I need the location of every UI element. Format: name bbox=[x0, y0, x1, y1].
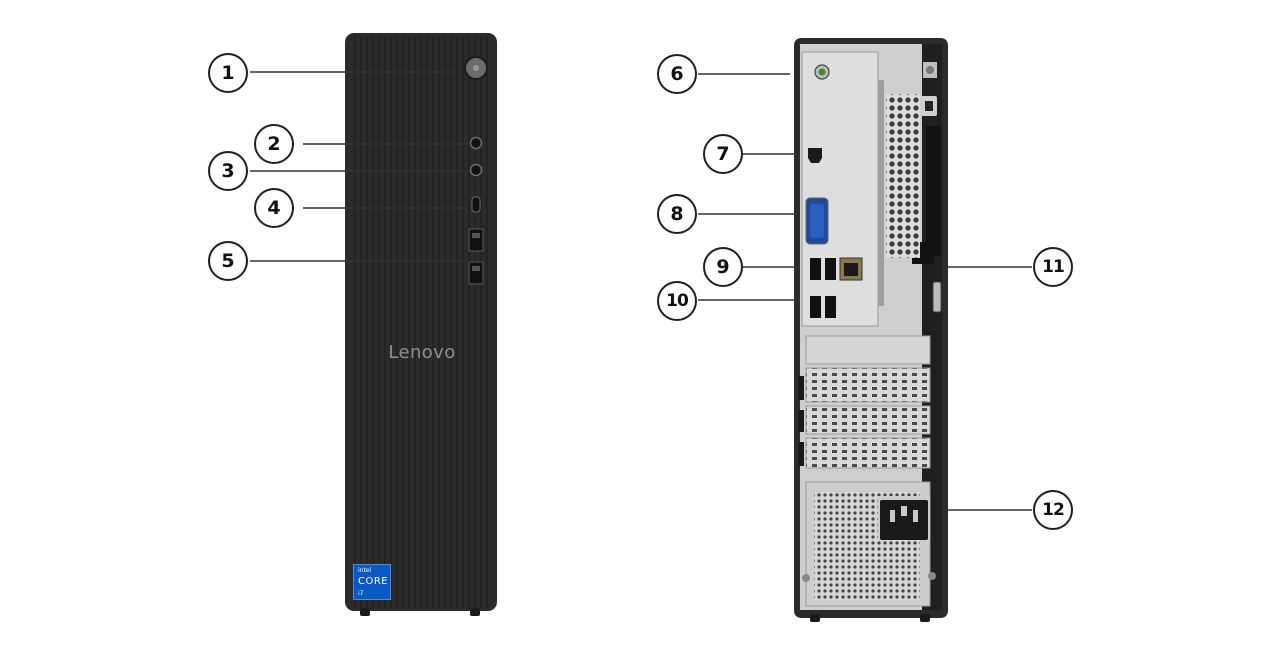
callout-7: 7 bbox=[703, 134, 743, 174]
expansion-slot-1 bbox=[805, 335, 931, 365]
callout-12: 12 bbox=[1033, 490, 1073, 530]
rear-usb-port-2 bbox=[825, 258, 836, 280]
front-usb-a-port-2 bbox=[468, 261, 484, 285]
front-usb-c-port bbox=[471, 196, 481, 213]
badge-intel: intel bbox=[358, 567, 372, 574]
callout-3: 3 bbox=[208, 151, 248, 191]
rear-tower bbox=[794, 38, 948, 622]
front-tower bbox=[345, 33, 497, 616]
callout-1: 1 bbox=[208, 53, 248, 93]
intel-core-badge: intel CORE i7 bbox=[353, 564, 391, 600]
front-foot-left bbox=[360, 608, 370, 616]
expansion-slot-3 bbox=[805, 405, 931, 435]
callout-8: 8 bbox=[657, 194, 697, 234]
rear-usb-port-3 bbox=[810, 296, 821, 318]
padlock-loop bbox=[932, 281, 942, 313]
expansion-slot-2 bbox=[805, 367, 931, 403]
rear-handle bbox=[926, 126, 940, 256]
rear-usb-port-1 bbox=[810, 258, 821, 280]
rear-leader-lines bbox=[698, 73, 1032, 511]
badge-model: i7 bbox=[358, 590, 364, 597]
callout-5: 5 bbox=[208, 241, 248, 281]
front-headphone-jack bbox=[469, 136, 483, 150]
power-icon bbox=[473, 65, 479, 71]
front-leader-lines bbox=[250, 71, 467, 262]
callout-2: 2 bbox=[254, 124, 294, 164]
front-foot-right bbox=[470, 608, 480, 616]
rear-usb-port-4 bbox=[825, 296, 836, 318]
callout-6: 6 bbox=[657, 54, 697, 94]
rear-foot-right bbox=[920, 614, 930, 622]
front-ribs bbox=[354, 36, 488, 608]
lenovo-logo: Lenovo bbox=[388, 342, 456, 363]
rear-hdmi-port bbox=[808, 148, 822, 163]
rear-foot-left bbox=[810, 614, 820, 622]
callout-11: 11 bbox=[1033, 247, 1073, 287]
expansion-slot-4 bbox=[805, 437, 931, 469]
rear-top-vent bbox=[886, 94, 920, 258]
callout-10: 10 bbox=[657, 281, 697, 321]
front-mic-jack bbox=[469, 163, 483, 177]
front-usb-a-port-1 bbox=[468, 228, 484, 252]
callout-4: 4 bbox=[254, 188, 294, 228]
badge-core: CORE bbox=[358, 576, 389, 587]
io-shield bbox=[801, 51, 879, 327]
callout-9: 9 bbox=[703, 247, 743, 287]
